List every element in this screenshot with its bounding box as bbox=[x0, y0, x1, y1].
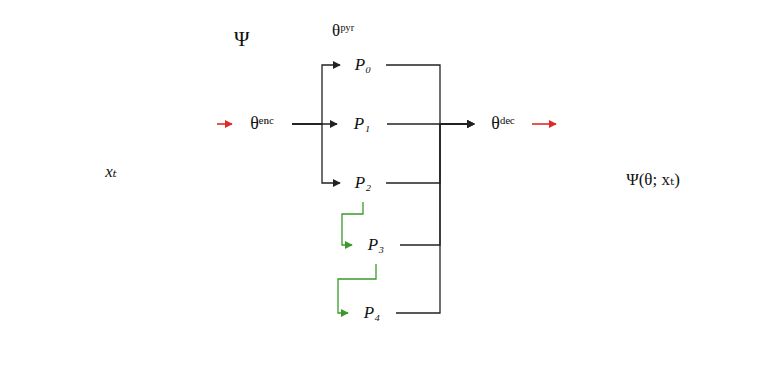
node-label: P₃ bbox=[368, 236, 384, 255]
node-label: P₁ bbox=[354, 115, 370, 134]
pyramid-module: P₁ bbox=[337, 101, 387, 147]
block-outline bbox=[222, 2, 548, 366]
encoder-block: θᵉⁿᶜ bbox=[232, 84, 292, 164]
connector-arrow bbox=[396, 124, 474, 313]
node-label: xₜ bbox=[105, 163, 117, 182]
node-label: P₀ bbox=[355, 56, 371, 75]
connector-arrow bbox=[386, 65, 474, 124]
pyramid-module: P₀ bbox=[340, 42, 386, 88]
pyramid-module: P₂ bbox=[340, 160, 386, 206]
pyramid-group: θᵖʸʳP₀ P₁ P₂ P₃ P₄ bbox=[308, 18, 458, 358]
model-box: Ψθᵉⁿᶜ θᵖʸʳP₀ P₁ P₂ P₃ P₄ θᵈᵉᶜ bbox=[222, 2, 548, 366]
block-outline bbox=[308, 18, 458, 358]
connector-arrow bbox=[292, 124, 340, 183]
connector-arrow bbox=[386, 124, 474, 183]
input-image-frame: xₜ bbox=[5, 93, 217, 157]
node-label: P₂ bbox=[355, 174, 371, 193]
connector-arrow bbox=[217, 123, 232, 125]
depth-map bbox=[556, 93, 750, 157]
decoder-block: θᵈᵉᶜ bbox=[474, 84, 532, 164]
block-outline bbox=[556, 93, 750, 157]
node-label: θᵖʸʳ bbox=[332, 22, 354, 41]
pyramid-module: P₃ bbox=[352, 222, 400, 268]
connector-arrow bbox=[342, 202, 363, 245]
node-label: Ψ bbox=[234, 28, 250, 51]
block-outline bbox=[5, 93, 217, 157]
node-label: P₄ bbox=[364, 304, 380, 323]
connector-arrow bbox=[532, 123, 556, 125]
node-label: Ψ(θ; xₜ) bbox=[626, 171, 680, 190]
connector-arrow bbox=[400, 124, 474, 245]
street-photo bbox=[5, 93, 217, 157]
pyramid-module: P₄ bbox=[348, 290, 396, 336]
node-label: θᵈᵉᶜ bbox=[491, 114, 514, 134]
node-label: θᵉⁿᶜ bbox=[250, 114, 274, 134]
depth-map-frame: Ψ(θ; xₜ) bbox=[556, 93, 750, 157]
connector-arrow bbox=[292, 65, 340, 124]
